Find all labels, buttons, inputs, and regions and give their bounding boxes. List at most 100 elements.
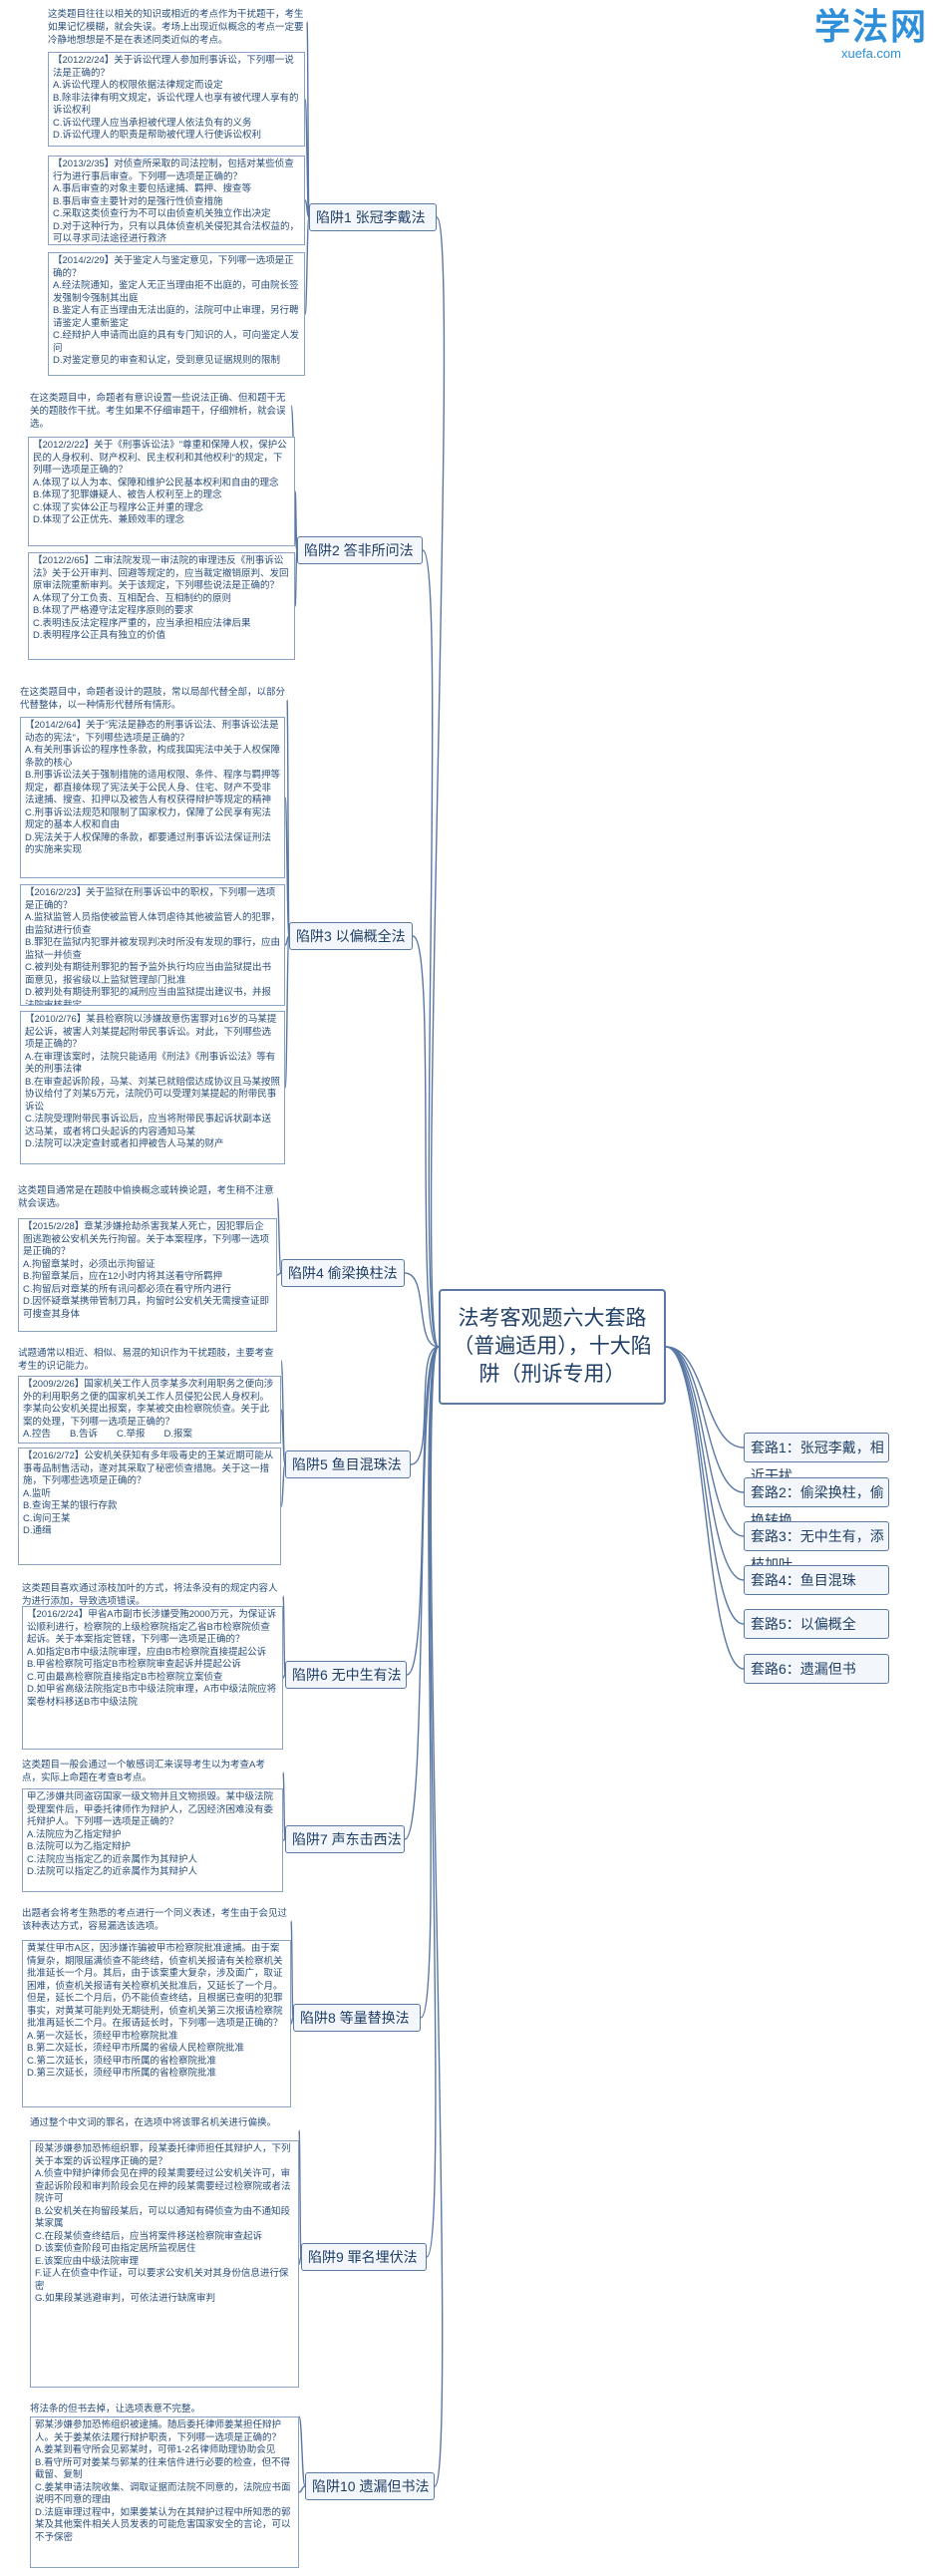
trap-label: 陷阱8 等量替换法 [300, 2010, 410, 2026]
trap-node[interactable]: 陷阱5 鱼目混珠法 [285, 1450, 411, 1478]
routine-node[interactable]: 套路5：以偏概全 [744, 1609, 889, 1639]
trap-label: 陷阱1 张冠李戴法 [316, 209, 426, 225]
routine-label: 套路4：鱼目混珠 [751, 1572, 856, 1588]
question-option: D.因怀疑章某携带管制刀具，拘留时公安机关无需搜查证即可搜查其身体 [23, 1296, 270, 1320]
question-stem: 郭某涉嫌参加恐怖组织被逮捕。随后委托律师姜某担任辩护人。关于姜某依法履行辩护职责… [35, 2419, 282, 2443]
routine-connector [665, 1346, 745, 1670]
question-option: D.第三次延长，须经甲市所属的省检察院批准 [27, 2068, 217, 2079]
trap-intro-text: 在这类题目中，命题者有意识设置一些说法正确、但和题干无关的题肢作干扰。考生如果不… [30, 393, 286, 430]
question-box: 甲乙涉嫌共同盗窃国家一级文物并且文物损毁。某中级法院受理案件后，甲委托律师作为辩… [22, 1788, 283, 1892]
question-option: A.姜某到看守所会见郭某时，可带1-2名律师助理协助会见 [35, 2444, 276, 2455]
routine-node[interactable]: 套路4：鱼目混珠 [744, 1565, 889, 1595]
routine-node[interactable]: 套路1：张冠李戴，相近干扰 [744, 1433, 889, 1483]
question-stem: 【2016/2/24】甲省A市副市长涉嫌受贿2000万元，为保证诉讼顺利进行，检… [27, 1609, 277, 1645]
question-option: C.诉讼代理人应当承担被代理人依法负有的义务 [53, 117, 252, 129]
question-option: D.法院可以指定乙的近亲属作为其辩护人 [27, 1866, 198, 1877]
question-option: B.看守所可对姜某与郭某的往来信件进行必要的检查，但不得截留、复制 [35, 2456, 290, 2481]
trap-intro-text: 这类题目喜欢通过添枝加叶的方式，将法条没有的规定内容人为进行添加，导致选项错误。 [22, 1583, 278, 1607]
question-box: 【2012/2/24】关于诉讼代理人参加刑事诉讼，下列哪一说法是正确的？A.诉讼… [48, 52, 305, 147]
question-option: A.监狱监管人员指使被监管人体罚虐待其他被监管人的犯罪，由监狱进行侦查 [25, 912, 280, 936]
trap-node[interactable]: 陷阱8 等量替换法 [293, 2004, 421, 2032]
trap-connector [430, 216, 446, 1348]
routine-node[interactable]: 套路2：偷梁换柱，偷换转换 [744, 1477, 889, 1528]
question-option: D.表明程序公正具有独立的价值 [33, 630, 166, 641]
trap-label: 陷阱3 以偏概全法 [296, 928, 406, 944]
central-topic[interactable]: 法考客观题六大套路（普遍适用），十大陷阱（刑诉专用） [439, 1289, 666, 1405]
question-option: B.甲省检察院可指定B市检察院审查起诉并提起公诉 [27, 1659, 241, 1670]
question-connector [304, 199, 310, 218]
question-option: A.如指定B市中级法院审理，应由B市检察院直接提起公诉 [27, 1646, 267, 1658]
question-option: A.拘留章某时，必须出示拘留证 [23, 1258, 156, 1270]
question-stem: 段某涉嫌参加恐怖组织罪，段某委托律师担任其辩护人，下列关于本案的诉讼程序正确的是… [35, 2143, 291, 2167]
trap-node[interactable]: 陷阱7 声东击西法 [285, 1825, 405, 1853]
trap-intro-text: 在这类题目中，命题者设计的题肢，常以局部代替全部，以部分代替整体，以一种情形代替… [20, 687, 286, 711]
question-stem: 黄某住甲市A区，因涉嫌诈骗被甲市检察院批准逮捕。由于案情复杂，期限届满侦查不能终… [27, 1943, 283, 2029]
question-option: C.表明违反法定程序严重的，应当承担相应法律后果 [33, 617, 251, 629]
trap-connector [430, 1346, 444, 2487]
question-option: D.对于这种行为，只有以具体侦查机关侵犯其合法权益的，可以寻求司法途径进行救济 [53, 220, 300, 245]
trap-intro-text: 出题者会将考生熟悉的考点进行一个同义表述，考生由于会见过该种表达方式，容易漏选该… [22, 1908, 288, 1932]
question-option: G.如果段某逃避审判，可依法进行缺席审判 [35, 2293, 216, 2304]
trap-node[interactable]: 陷阱10 遗漏但书法 [305, 2472, 435, 2500]
question-connector [284, 797, 290, 937]
trap-connector [422, 549, 440, 1348]
question-stem: 【2015/2/28】章某涉嫌抢劫杀害我某人死亡，因犯罪后企图逃跑被公安机关先行… [23, 1221, 270, 1257]
question-option: F.证人在侦查中作证，可以要求公安机关对其身份信息进行保密 [35, 2268, 289, 2292]
question-stem: 【2014/2/29】关于鉴定人与鉴定意见，下列哪一选项是正确的？ [53, 255, 294, 279]
question-option: A.体现了以人为本、保障和维护公民基本权利和自由的理念 [33, 477, 279, 488]
trap-node[interactable]: 陷阱9 罪名埋伏法 [301, 2243, 427, 2271]
question-option: B.体现了严格遵守法定程序原则的要求 [33, 605, 193, 616]
trap-label: 陷阱9 罪名埋伏法 [308, 2249, 418, 2265]
routine-connector [665, 1346, 745, 1625]
trap-node[interactable]: 陷阱2 答非所问法 [297, 536, 423, 564]
question-box: 【2016/2/72】公安机关获知有多年吸毒史的王某近期可能从事毒品制售活动，遂… [18, 1448, 281, 1565]
question-option: C.经辩护人申请而出庭的具有专门知识的人，可向鉴定人发问 [53, 330, 300, 354]
trap-intro-text: 这类题目一般会通过一个敏感词汇来误导考生以为考查A考点，实际上命题在考查B考点。 [22, 1760, 265, 1783]
routine-node[interactable]: 套路3：无中生有，添枝加叶 [744, 1521, 889, 1572]
trap-node[interactable]: 陷阱3 以偏概全法 [289, 922, 413, 950]
question-box: 【2014/2/29】关于鉴定人与鉴定意见，下列哪一选项是正确的？A.经法院通知… [48, 252, 305, 376]
intro-connector [286, 699, 290, 937]
question-connector [294, 549, 298, 607]
question-connector [276, 1272, 282, 1276]
trap-intro-text: 这类题目通常是在题肢中偷换概念或转换论题，考生稍不注意就会误选。 [18, 1185, 274, 1209]
routine-node[interactable]: 套路6：遗漏但书 [744, 1654, 889, 1684]
question-box: 【2016/2/24】甲省A市副市长涉嫌受贿2000万元，为保证诉讼顺利进行，检… [22, 1606, 283, 1750]
question-stem: 【2013/2/35】对侦查所采取的司法控制，包括对某些侦查行为进行事后审查。下… [53, 159, 294, 182]
intro-connector [280, 1360, 286, 1465]
question-option: A.侦查中辩护律师会见在押的段某需要经过公安机关许可，审查起诉阶段和审判阶段会见… [35, 2168, 291, 2204]
trap-node[interactable]: 陷阱6 无中生有法 [285, 1661, 407, 1689]
question-option: E.该案应由中级法院审理 [35, 2255, 139, 2267]
question-box: 郭某涉嫌参加恐怖组织被逮捕。随后委托律师姜某担任辩护人。关于姜某依法履行辩护职责… [30, 2416, 299, 2568]
question-option: C.第二次延长，须经甲市所属的省检察院批准 [27, 2055, 217, 2067]
question-option: C.法院受理附带民事诉讼后，应当将附带民事起诉状副本送达马某，或者将口头起诉的内… [25, 1114, 272, 1137]
routine-connector [665, 1346, 745, 1537]
question-option: C.采取这类侦查行为不可以由侦查机关独立作出决定 [53, 208, 271, 219]
question-option: B.查询王某的银行存款 [23, 1500, 118, 1511]
question-option: B.法院可以为乙指定辩护 [27, 1841, 131, 1852]
trap-connector [410, 1346, 440, 1465]
routine-connector [665, 1346, 745, 1581]
question-box: 【2012/2/22】关于《刑事诉讼法》"尊重和保障人权，保护公民的人身权利、财… [28, 437, 295, 546]
question-option: B.体现了犯罪嫌疑人、被告人权利至上的理念 [33, 489, 222, 500]
question-option: A.监听 [23, 1487, 51, 1499]
trap-node[interactable]: 陷阱1 张冠李戴法 [309, 203, 437, 231]
question-option: B.罪犯在监狱内犯罪并被发现判决时所没有发现的罪行，应由监狱一并侦查 [25, 937, 280, 961]
question-option: B.事后审查主要针对的是强行性侦查措施 [53, 195, 223, 207]
question-option: A.有关刑事诉讼的程序性条款，构成我国宪法中关于人权保障条款的核心 [25, 745, 280, 769]
question-box: 【2013/2/35】对侦查所采取的司法控制，包括对某些侦查行为进行事后审查。下… [48, 156, 305, 245]
trap-node[interactable]: 陷阱4 偷梁换柱法 [281, 1259, 405, 1287]
question-option: C.体现了实体公正与程序公正并重的理念 [33, 501, 204, 513]
trap-connector [406, 1346, 440, 1676]
question-connector [280, 1463, 286, 1507]
question-option: B.除非法律有明文规定，诉讼代理人也享有被代理人享有的诉讼权利 [53, 92, 299, 117]
intro-connector [306, 21, 310, 218]
central-topic-label: 法考客观题六大套路（普遍适用），十大陷阱（刑诉专用） [453, 1307, 652, 1386]
question-connector [284, 935, 290, 946]
question-option: B.第二次延长，须经甲市所属的省级人民检察院批准 [27, 2043, 244, 2054]
question-box: 【2014/2/64】关于"宪法是静态的刑事诉讼法、刑事诉讼法是动态的宪法"，下… [20, 717, 285, 878]
site-logo: 学法网 xuefa.com [814, 8, 928, 62]
routine-label: 套路6：遗漏但书 [751, 1661, 856, 1677]
trap-connector [412, 935, 440, 1348]
question-option: C.可由最高检察院直接指定B市检察院立案侦查 [27, 1671, 223, 1683]
